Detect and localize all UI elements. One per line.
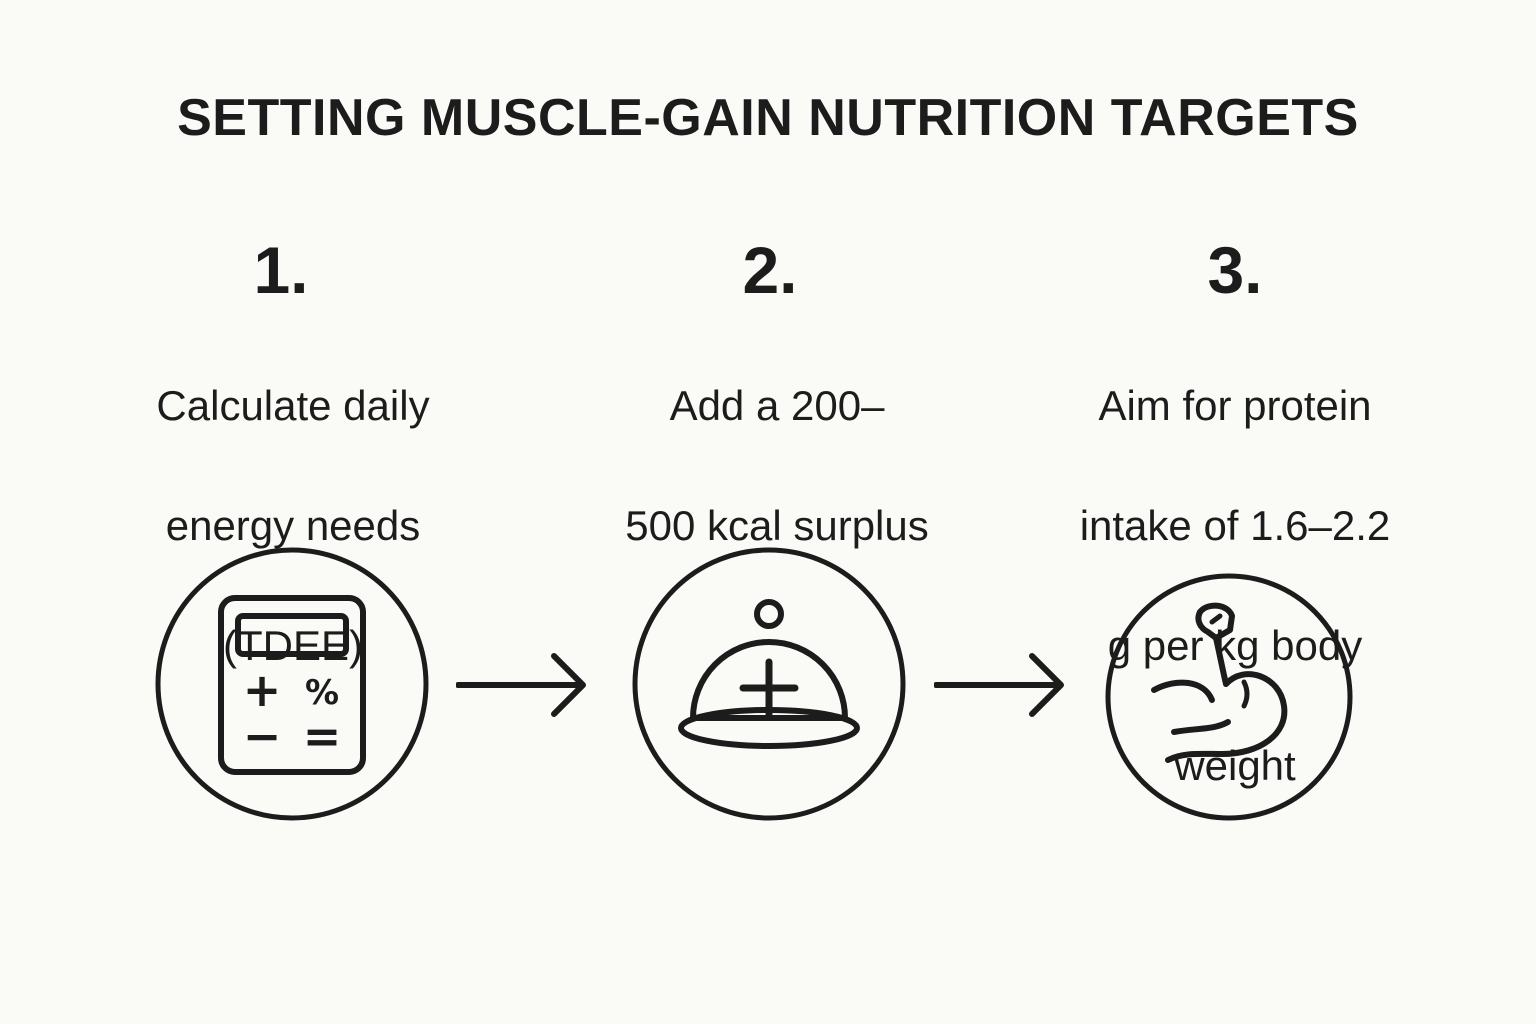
- calculator-key-minus: −: [243, 709, 282, 763]
- food-cloche-plus-icon: [632, 547, 906, 821]
- calculator-key-equals: =: [303, 709, 342, 763]
- step-1-line-1: Calculate daily: [156, 382, 430, 429]
- step-3-number: 3.: [1207, 233, 1263, 307]
- step-3-line-4: weight: [1174, 742, 1296, 789]
- step-2-line-2: 500 kcal surplus: [625, 502, 929, 549]
- step-1-number: 1.: [253, 233, 309, 307]
- step-2-line-1: Add a 200–: [669, 382, 885, 429]
- step-2-number: 2.: [742, 233, 798, 307]
- step-2-description: Add a 200– 500 kcal surplus: [587, 316, 967, 616]
- calculator-key-percent: %: [305, 673, 339, 713]
- calculator-icon: + % − =: [155, 547, 429, 821]
- calculator-key-plus: +: [243, 663, 282, 717]
- flexed-bicep-icon: [1105, 573, 1353, 821]
- step-1-line-3: (TDEE): [223, 622, 363, 669]
- step-1-line-2: energy needs: [165, 502, 421, 549]
- arrow-right-icon: [456, 653, 586, 717]
- step-3-line-1: Aim for protein: [1098, 382, 1372, 429]
- arrow-right-icon: [934, 653, 1064, 717]
- step-1-description: Calculate daily energy needs (TDEE): [103, 316, 483, 736]
- page-title: SETTING MUSCLE-GAIN NUTRITION TARGETS: [177, 89, 1359, 147]
- step-3-line-2: intake of 1.6–2.2: [1079, 502, 1391, 549]
